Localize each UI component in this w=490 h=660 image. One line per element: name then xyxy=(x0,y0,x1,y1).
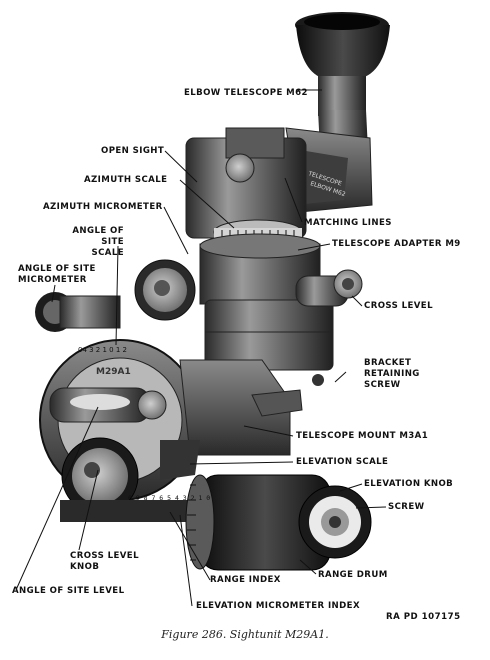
label-cross-level-knob-line-2: KNOB xyxy=(70,562,100,572)
reference-number: RA PD 107175 xyxy=(386,612,461,622)
angle-of-site-micrometer-knob xyxy=(35,292,121,332)
azimuth-micrometer-knob xyxy=(134,259,196,321)
label-screw: SCREW xyxy=(388,502,425,512)
label-cross-level-knob: CROSS LEVEL KNOB xyxy=(70,551,139,573)
label-telescope-adapter: TELESCOPE ADAPTER M9 xyxy=(332,239,461,249)
label-range-index: RANGE INDEX xyxy=(210,575,281,585)
label-elevation-micrometer-index: ELEVATION MICROMETER INDEX xyxy=(196,601,360,611)
label-open-sight: OPEN SIGHT xyxy=(101,146,165,156)
cross-level-vial xyxy=(295,269,363,307)
label-angle-of-site-micrometer: ANGLE OF SITE MICROMETER xyxy=(18,264,96,286)
label-bracket-retaining-screw: BRACKET RETAINING SCREW xyxy=(364,358,420,391)
label-bracket-retaining-screw-line-1: BRACKET xyxy=(364,358,412,368)
telescope-mount xyxy=(160,359,303,480)
label-bracket-retaining-screw-line-2: RETAINING xyxy=(364,369,420,379)
cross-level-knob xyxy=(60,437,190,522)
leader-lines xyxy=(15,89,387,607)
label-angle-of-site-micrometer-line-1: ANGLE OF SITE xyxy=(18,264,96,274)
label-range-drum: RANGE DRUM xyxy=(318,570,388,580)
angle-of-site-level-vial xyxy=(49,387,167,423)
eyepiece-cup xyxy=(295,12,390,116)
range-drum: 0 9 8 7 6 5 4 3 2 1 0 xyxy=(128,474,331,571)
label-telescope-mount: TELESCOPE MOUNT M3A1 xyxy=(296,431,429,441)
label-bracket-retaining-screw-line-3: SCREW xyxy=(364,380,401,390)
label-angle-of-site-scale: ANGLE OF SITE SCALE xyxy=(68,226,124,259)
scale-numerals: 04 3 2 1 0 1 2 xyxy=(78,346,127,354)
label-cross-level-knob-line-1: CROSS LEVEL xyxy=(70,551,139,561)
elevation-knob xyxy=(298,485,372,559)
label-angle-of-site-scale-line-1: ANGLE OF xyxy=(72,226,124,236)
elevation-scale-digits: 0 9 8 7 6 5 4 3 2 1 0 xyxy=(128,494,210,502)
label-angle-of-site-level: ANGLE OF SITE LEVEL xyxy=(12,586,125,596)
elbow-telescope: TELESCOPE ELBOW M62 xyxy=(285,110,373,213)
figure-caption: Figure 286. Sightunit M29A1. xyxy=(161,628,329,641)
label-angle-of-site-micrometer-line-2: MICROMETER xyxy=(18,275,87,285)
label-elbow-telescope: ELBOW TELESCOPE M62 xyxy=(184,88,308,98)
label-azimuth-micrometer: AZIMUTH MICROMETER xyxy=(43,202,163,212)
label-elevation-knob: ELEVATION KNOB xyxy=(364,479,454,489)
label-azimuth-scale: AZIMUTH SCALE xyxy=(84,175,168,185)
label-angle-of-site-scale-line-2: SITE SCALE xyxy=(91,237,124,258)
label-matching-lines: MATCHING LINES xyxy=(304,218,392,228)
nameplate-text: M29A1 xyxy=(96,367,131,377)
label-elevation-scale: ELEVATION SCALE xyxy=(296,457,389,467)
label-cross-level: CROSS LEVEL xyxy=(364,301,433,311)
